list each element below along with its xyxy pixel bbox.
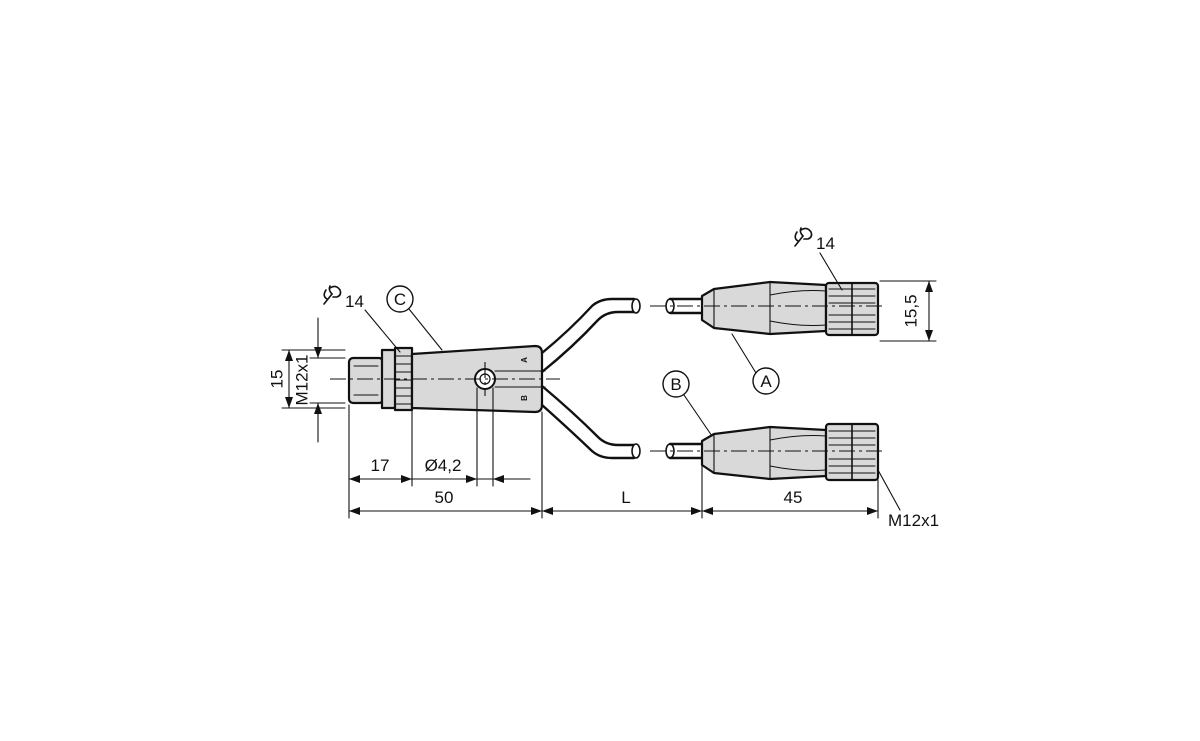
dim-45: 45 bbox=[784, 488, 803, 507]
callout-b: B bbox=[670, 375, 681, 394]
wrench-icon bbox=[323, 285, 342, 305]
callouts: C A B bbox=[386, 285, 780, 437]
dim-50: 50 bbox=[435, 488, 454, 507]
wrench-label-right: 14 bbox=[794, 227, 843, 291]
dim-height-left: 15 bbox=[267, 370, 286, 389]
left-thread-tip bbox=[347, 356, 385, 405]
connector-b-sleeve bbox=[700, 425, 828, 481]
callout-a: A bbox=[760, 372, 772, 391]
callout-c: C bbox=[394, 290, 406, 309]
callout-b-circle bbox=[662, 370, 690, 398]
wrench-size-left: 14 bbox=[345, 292, 364, 311]
dimensions: 15 M12x1 17 Ø4,2 50 L bbox=[267, 280, 939, 530]
connector-a bbox=[665, 280, 880, 337]
wrench-size-right: 14 bbox=[816, 234, 835, 253]
body-mark-a: A bbox=[520, 357, 529, 363]
dim-height-right: 15,5 bbox=[901, 294, 920, 327]
wrench-icon bbox=[794, 227, 813, 247]
callout-c-circle bbox=[386, 285, 414, 313]
body-mark-b: B bbox=[520, 395, 529, 401]
dim-hole-diameter: Ø4,2 bbox=[425, 456, 462, 475]
callout-a-circle bbox=[752, 367, 780, 395]
dim-17: 17 bbox=[371, 456, 390, 475]
center-lines bbox=[330, 305, 885, 452]
connector-b bbox=[665, 422, 880, 482]
dim-L: L bbox=[621, 488, 630, 507]
thread-left-label: M12x1 bbox=[292, 354, 311, 405]
split-cables bbox=[540, 297, 641, 460]
wrench-label-left: 14 bbox=[323, 285, 401, 353]
connector-a-sleeve bbox=[700, 280, 828, 336]
thread-right-label: M12x1 bbox=[888, 511, 939, 530]
